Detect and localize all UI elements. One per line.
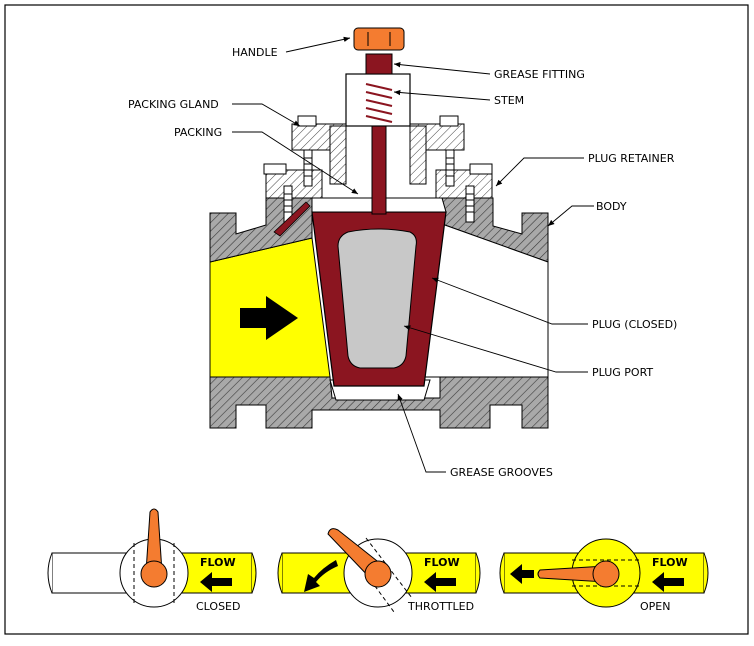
- flow-arrow-open: [652, 572, 684, 592]
- caption-closed: CLOSED: [196, 600, 240, 613]
- handle-hub-throttled: [364, 560, 392, 588]
- retainer-nut-right: [469, 163, 493, 175]
- label-plug-port: PLUG PORT: [592, 366, 653, 379]
- plug-retainer-left: [265, 169, 323, 199]
- grease-channel: [273, 201, 311, 237]
- position-throttled: FLOW THROTTLED: [277, 528, 481, 613]
- valve-cross-section: [209, 27, 549, 429]
- gland-bolt-head-right: [439, 115, 459, 127]
- handle-hub-open: [592, 560, 620, 588]
- plug-port: [337, 228, 417, 369]
- packing-right: [409, 125, 427, 185]
- flow-arrow-closed: [200, 572, 232, 592]
- flow-label-open: FLOW: [652, 556, 688, 569]
- label-handle: HANDLE: [232, 46, 278, 59]
- stem-housing: [345, 73, 411, 127]
- flow-label-closed: FLOW: [200, 556, 236, 569]
- handle: [353, 27, 405, 51]
- label-plug-retainer: PLUG RETAINER: [588, 152, 675, 165]
- position-open: FLOW OPEN: [499, 538, 709, 613]
- packing-left: [329, 125, 347, 185]
- frame-border: [4, 4, 749, 635]
- stem-threads: [365, 83, 393, 123]
- label-packing: PACKING: [174, 126, 222, 139]
- body-lower: [209, 376, 549, 429]
- label-grease-fitting: GREASE FITTING: [494, 68, 585, 81]
- handle-lever-closed: [145, 508, 163, 573]
- position-closed: FLOW CLOSED: [47, 508, 257, 613]
- grease-fitting: [365, 53, 393, 75]
- gland-bolt-head-left: [297, 115, 317, 127]
- caption-open: OPEN: [640, 600, 670, 613]
- flow-direction-arrow: [240, 296, 298, 340]
- label-packing-gland: PACKING GLAND: [128, 98, 219, 111]
- bolts: [283, 149, 475, 223]
- flow-arrow-open-left: [510, 564, 534, 584]
- plug-retainer-right: [435, 169, 493, 199]
- curved-flow-arrow: [304, 560, 338, 592]
- flow-arrow-throttled: [424, 572, 456, 592]
- retainer-nut-left: [263, 163, 287, 175]
- label-body: BODY: [596, 200, 627, 213]
- flow-label-throttled: FLOW: [424, 556, 460, 569]
- caption-throttled: THROTTLED: [407, 600, 474, 613]
- callout-leaders: [232, 36, 594, 473]
- label-stem: STEM: [494, 94, 524, 107]
- label-plug-closed: PLUG (CLOSED): [592, 318, 677, 331]
- handle-hub-closed: [140, 560, 168, 588]
- label-grease-grooves: GREASE GROOVES: [450, 466, 553, 479]
- handle-lever-open: [537, 565, 607, 583]
